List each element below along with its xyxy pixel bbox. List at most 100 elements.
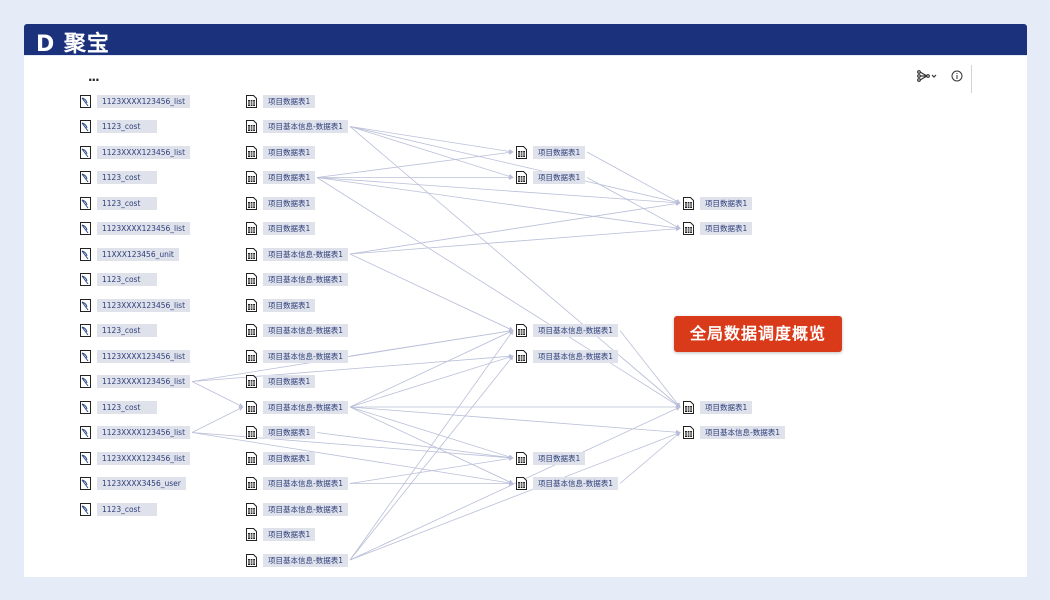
table-node[interactable]: 项目基本信息-数据表1 [246, 247, 348, 261]
data-table-icon [516, 171, 533, 184]
source-node[interactable]: 1123XXXX3456_user [80, 477, 186, 491]
table-node[interactable]: 项目基本信息-数据表1 [516, 349, 618, 363]
table-node[interactable]: 项目基本信息-数据表1 [246, 273, 348, 287]
table-node[interactable]: 项目基本信息-数据表1 [246, 553, 348, 567]
table-node[interactable]: 项目基本信息-数据表1 [516, 477, 618, 491]
info-button[interactable] [951, 70, 963, 82]
table-node[interactable]: 项目数据表1 [246, 528, 316, 542]
lineage-edge [349, 253, 514, 331]
data-table-icon [246, 426, 263, 439]
node-label: 项目基本信息-数据表1 [263, 400, 348, 414]
source-node[interactable]: 1123XXXX123456_list [80, 145, 191, 159]
lineage-edge [619, 355, 681, 408]
lineage-edge [349, 126, 514, 154]
table-node[interactable]: 项目基本信息-数据表1 [246, 400, 348, 414]
lineage-edge [349, 330, 514, 408]
table-node[interactable]: 项目数据表1 [683, 400, 753, 414]
lineage-edge [191, 353, 514, 382]
table-node[interactable]: 项目数据表1 [516, 451, 586, 465]
source-node[interactable]: 1123XXXX123456_list [80, 298, 191, 312]
node-label: 1123_cost [97, 196, 157, 210]
node-label: 项目数据表1 [263, 451, 316, 465]
lineage-edge [349, 406, 681, 561]
node-label: 1123_cost [97, 502, 157, 516]
app-logo: D 聚宝 [36, 32, 110, 57]
source-file-icon [80, 426, 97, 439]
source-node[interactable]: 1123_cost [80, 196, 157, 210]
node-label: 项目数据表1 [263, 145, 316, 159]
lineage-edge [316, 150, 514, 178]
lineage-edge [619, 330, 681, 408]
table-node[interactable]: 项目基本信息-数据表1 [516, 324, 618, 338]
node-label: 项目数据表1 [533, 451, 586, 465]
node-label: 项目数据表1 [263, 426, 316, 439]
source-node[interactable]: 1123XXXX123456_list [80, 451, 191, 465]
table-node[interactable]: 项目基本信息-数据表1 [683, 426, 785, 440]
table-node[interactable]: 项目数据表1 [246, 196, 316, 210]
source-node[interactable]: 1123XXXX123456_list [80, 222, 191, 236]
node-label: 项目基本信息-数据表1 [263, 120, 348, 133]
table-node[interactable]: 项目数据表1 [516, 171, 586, 185]
table-node[interactable]: 项目数据表1 [246, 298, 316, 312]
data-table-icon [246, 349, 263, 363]
more-menu-button[interactable]: ... [88, 70, 100, 84]
data-table-icon [516, 145, 533, 159]
source-node[interactable]: 11XXX123456_unit [80, 247, 179, 261]
lineage-edge [191, 406, 244, 433]
table-node[interactable]: 项目数据表1 [246, 145, 316, 159]
table-node[interactable]: 项目基本信息-数据表1 [246, 324, 348, 338]
table-node[interactable]: 项目数据表1 [246, 451, 316, 465]
source-node[interactable]: 1123XXXX123456_list [80, 375, 191, 389]
source-file-icon [80, 349, 97, 363]
table-node[interactable]: 项目数据表1 [246, 94, 316, 108]
lineage-edge [191, 381, 244, 408]
source-node[interactable]: 1123XXXX123456_list [80, 94, 191, 108]
lineage-edge [316, 177, 681, 206]
node-label: 项目基本信息-数据表1 [263, 247, 348, 261]
node-label: 项目数据表1 [533, 171, 586, 184]
lineage-edge [349, 406, 514, 460]
node-label: 项目基本信息-数据表1 [533, 324, 618, 337]
toolbar-divider [971, 65, 972, 93]
table-node[interactable]: 项目数据表1 [246, 222, 316, 236]
lineage-edge [349, 226, 681, 255]
data-table-icon [246, 528, 263, 541]
table-node[interactable]: 项目数据表1 [516, 145, 586, 159]
layout-toggle-button[interactable] [917, 70, 939, 82]
source-node[interactable]: 1123_cost [80, 502, 157, 516]
table-node[interactable]: 项目基本信息-数据表1 [246, 477, 348, 491]
table-node[interactable]: 项目数据表1 [246, 171, 316, 185]
table-node[interactable]: 项目基本信息-数据表1 [246, 502, 348, 516]
data-table-icon [246, 324, 263, 337]
node-label: 1123_cost [97, 171, 157, 184]
node-label: 项目数据表1 [263, 528, 316, 541]
app-header: D 聚宝 [24, 24, 1027, 57]
lineage-edge [349, 355, 514, 561]
table-node[interactable]: 项目数据表1 [246, 375, 316, 389]
source-node[interactable]: 1123_cost [80, 171, 157, 185]
source-node[interactable]: 1123_cost [80, 120, 157, 134]
source-file-icon [80, 247, 97, 261]
data-table-icon [683, 196, 700, 210]
node-label: 项目数据表1 [700, 222, 753, 235]
source-node[interactable]: 1123_cost [80, 400, 157, 414]
source-node[interactable]: 1123XXXX123456_list [80, 426, 191, 440]
lineage-edge [316, 177, 681, 231]
source-node[interactable]: 1123_cost [80, 324, 157, 338]
node-label: 1123_cost [97, 120, 157, 133]
lineage-edge [586, 177, 681, 229]
table-node[interactable]: 项目数据表1 [683, 222, 753, 236]
lineage-edge [349, 126, 514, 179]
table-node[interactable]: 项目数据表1 [683, 196, 753, 210]
node-label: 1123_cost [97, 324, 157, 337]
table-node[interactable]: 项目数据表1 [246, 426, 316, 440]
node-label: 项目数据表1 [263, 196, 316, 210]
data-table-icon [246, 196, 263, 210]
table-node[interactable]: 项目基本信息-数据表1 [246, 349, 348, 363]
table-node[interactable]: 项目基本信息-数据表1 [246, 120, 348, 134]
source-file-icon [80, 502, 97, 516]
node-label: 项目数据表1 [700, 400, 753, 414]
source-node[interactable]: 1123XXXX123456_list [80, 349, 191, 363]
source-node[interactable]: 1123_cost [80, 273, 157, 287]
